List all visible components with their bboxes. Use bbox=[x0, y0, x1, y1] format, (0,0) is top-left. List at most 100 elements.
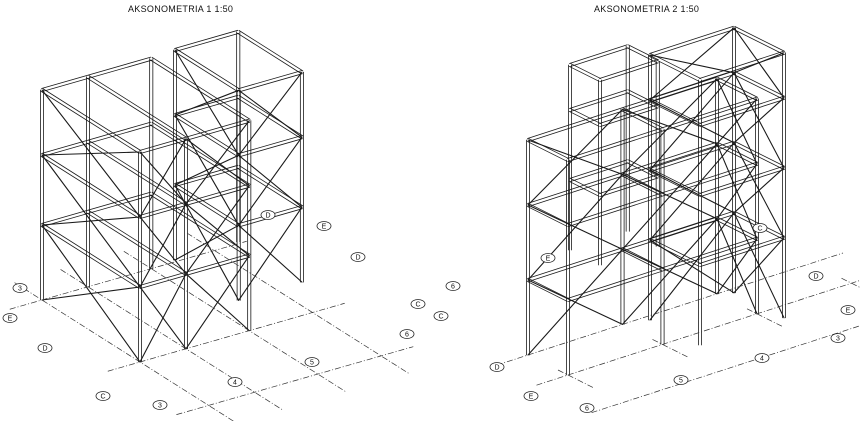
axis-label: 6 bbox=[585, 405, 589, 412]
diagonal-brace bbox=[621, 248, 718, 295]
beam bbox=[734, 70, 786, 97]
beam bbox=[567, 96, 757, 159]
axis-bubble bbox=[673, 375, 689, 385]
beam bbox=[42, 153, 142, 217]
beam bbox=[238, 73, 303, 93]
axis-label: E bbox=[546, 255, 551, 262]
axis-label: E bbox=[529, 393, 534, 400]
axis-label: D bbox=[265, 212, 270, 219]
beam bbox=[40, 155, 140, 219]
beam bbox=[526, 206, 568, 227]
beam bbox=[568, 99, 758, 162]
beam bbox=[568, 181, 600, 197]
beam bbox=[628, 159, 659, 176]
beam bbox=[621, 250, 663, 272]
beam bbox=[42, 124, 153, 157]
beam bbox=[40, 90, 140, 154]
beam bbox=[699, 235, 784, 264]
beam bbox=[649, 25, 734, 54]
axis-label: 4 bbox=[233, 379, 237, 386]
grid-axis-line bbox=[496, 252, 844, 366]
beam bbox=[650, 73, 735, 102]
beam bbox=[570, 178, 602, 194]
beam bbox=[626, 47, 658, 64]
beam bbox=[42, 88, 142, 152]
beam bbox=[734, 140, 786, 167]
beam bbox=[139, 253, 250, 286]
beam bbox=[569, 89, 628, 109]
beam bbox=[174, 94, 239, 114]
beam bbox=[734, 25, 786, 52]
beam bbox=[717, 216, 759, 238]
beam bbox=[528, 138, 570, 159]
beam bbox=[622, 247, 664, 269]
axis-label: D bbox=[813, 273, 818, 280]
beam bbox=[528, 144, 718, 207]
beam bbox=[699, 50, 784, 79]
beam bbox=[88, 75, 188, 138]
beam bbox=[648, 241, 700, 267]
diagonal-brace bbox=[649, 54, 735, 74]
beam bbox=[568, 164, 758, 227]
beam bbox=[140, 186, 251, 219]
diagonal-brace bbox=[716, 78, 758, 165]
beam bbox=[88, 140, 188, 203]
beam bbox=[139, 118, 250, 151]
diagonal-brace bbox=[716, 218, 758, 315]
beam bbox=[526, 141, 568, 162]
diagonal-brace bbox=[41, 224, 141, 363]
beam bbox=[151, 191, 251, 255]
beam bbox=[569, 44, 628, 64]
axis-bubble bbox=[12, 283, 28, 293]
beam bbox=[42, 223, 142, 287]
beam bbox=[650, 143, 735, 172]
grid-axis-line bbox=[591, 325, 860, 414]
beam bbox=[600, 177, 659, 197]
grid-axis-line bbox=[176, 346, 414, 415]
diagonal-brace bbox=[139, 216, 187, 275]
beam bbox=[528, 219, 718, 282]
beam bbox=[237, 70, 302, 90]
beam bbox=[140, 121, 251, 154]
beam bbox=[41, 121, 152, 154]
grid-axis-line bbox=[841, 277, 860, 288]
axis-label: D bbox=[355, 254, 360, 261]
beam bbox=[600, 107, 659, 127]
axis-bubble bbox=[752, 223, 768, 233]
diagonal-brace bbox=[649, 239, 735, 294]
axis-bubble bbox=[2, 313, 18, 323]
diagonal-brace bbox=[174, 184, 240, 301]
beam bbox=[570, 63, 602, 79]
beam bbox=[527, 216, 717, 279]
axis-bubble bbox=[152, 400, 168, 410]
beam bbox=[649, 210, 734, 239]
view-1-title: AKSONOMETRIA 1 1:50 bbox=[128, 4, 234, 14]
axis-bubble bbox=[579, 403, 595, 413]
beam bbox=[717, 76, 759, 98]
grid-axes bbox=[9, 232, 860, 421]
axis-label: 6 bbox=[405, 331, 409, 338]
diagonal-brace bbox=[139, 286, 187, 350]
diagonal-brace bbox=[139, 151, 187, 205]
beam bbox=[699, 165, 784, 194]
beam bbox=[175, 32, 240, 52]
axis-bubble bbox=[350, 252, 366, 262]
beam bbox=[699, 95, 784, 124]
beam bbox=[628, 44, 659, 61]
axis-label: D bbox=[494, 364, 499, 371]
axis-label: 5 bbox=[679, 377, 683, 384]
beam bbox=[238, 138, 303, 158]
axis-bubble bbox=[260, 210, 276, 220]
axis-label: C bbox=[415, 301, 420, 308]
diagonal-brace bbox=[733, 72, 785, 169]
beam bbox=[140, 256, 251, 289]
axis-bubble bbox=[399, 329, 415, 339]
axis-label: E bbox=[322, 223, 327, 230]
axis-bubble bbox=[227, 377, 243, 387]
axis-bubble bbox=[808, 271, 824, 281]
steel-frame-structures bbox=[40, 25, 786, 376]
grid-axis-line bbox=[536, 280, 860, 386]
beam bbox=[527, 76, 717, 139]
beam bbox=[700, 53, 785, 82]
